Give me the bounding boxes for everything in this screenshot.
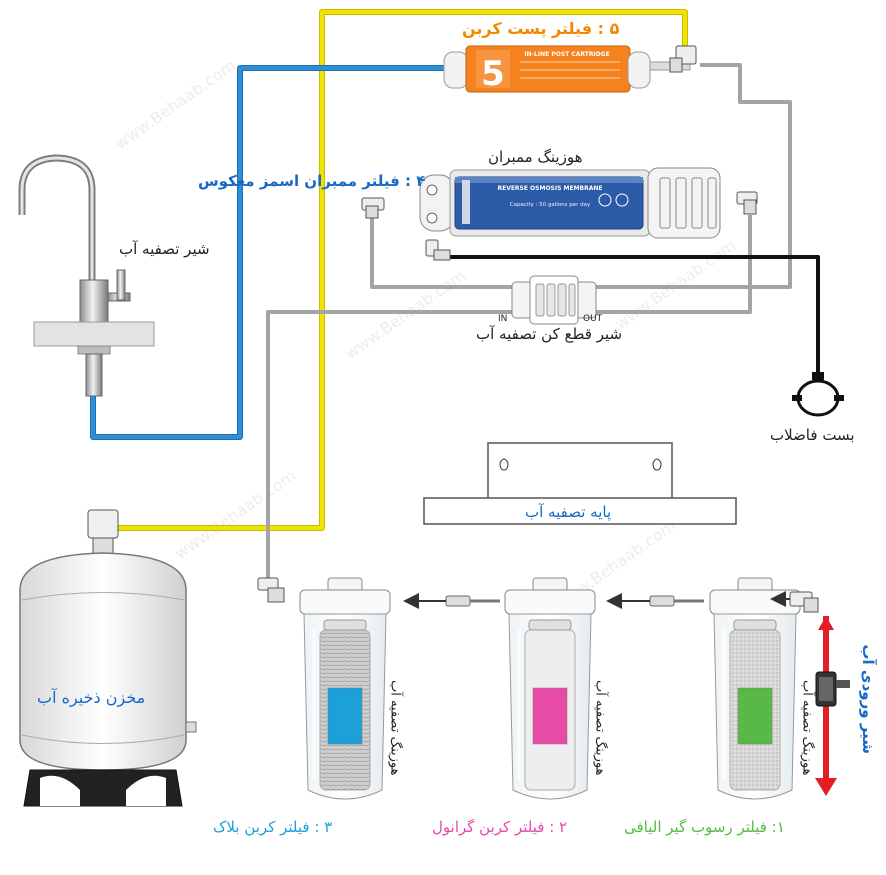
housing-filter2 — [504, 577, 596, 800]
label-membrane-housing: هوزینگ ممبران — [488, 148, 583, 166]
label-valve-in: IN — [498, 314, 508, 324]
label-drain-clamp: بست فاضلاب — [770, 426, 855, 444]
label-post-carbon: ۵ : فیلتر پست کربن — [462, 19, 620, 38]
filter-housings — [299, 577, 801, 800]
tube-gray — [266, 63, 792, 580]
shutoff-valve — [511, 275, 597, 325]
label-stand: پایه تصفیه آب — [525, 503, 612, 521]
label-tank: مخزن ذخیره آب — [37, 688, 146, 707]
filter-stand — [423, 442, 737, 525]
drain-clamp-icon — [792, 372, 844, 417]
tube-yellow — [118, 9, 688, 531]
label-filter3: ۳ : فیلتر کربن بلاک — [213, 818, 333, 836]
drain-elbow-icon — [425, 239, 451, 261]
label-housing-1: هوزینگ تصفیه آب — [799, 679, 815, 776]
tube-drain — [450, 255, 820, 375]
label-shutoff-valve: شیر قطع کن تصفیه آب — [476, 325, 623, 343]
svg-text:www.Behaab.com: www.Behaab.com — [111, 56, 239, 154]
housing-filter1 — [709, 577, 801, 800]
membrane-capacity: Capacity : 50 gallons per day — [510, 202, 591, 208]
membrane-left-elbow-icon — [361, 197, 385, 219]
post-carbon-cartridge: 5 IN-LINE POST CARTRIDGE — [443, 45, 691, 94]
storage-tank-icon — [19, 509, 197, 807]
membrane-right-elbow-icon — [736, 191, 758, 215]
label-housing-2: هوزینگ تصفیه آب — [592, 679, 608, 776]
label-valve-out: OUT — [583, 314, 603, 324]
svg-text:www.Behaab.com: www.Behaab.com — [171, 466, 299, 564]
post-cartridge-title: IN-LINE POST CARTRIDGE — [524, 51, 609, 58]
label-membrane-filter: ۴ : فیلتر ممبران اسمز معکوس — [198, 172, 426, 190]
tube-blue — [90, 65, 445, 440]
housing-filter3 — [299, 577, 391, 800]
elbow-fitting-icon — [669, 45, 697, 73]
label-housing-3: هوزینگ تصفیه آب — [387, 679, 403, 776]
label-faucet: شیر تصفیه آب — [119, 240, 210, 258]
svg-text:www.Behaab.com: www.Behaab.com — [611, 236, 739, 334]
inlet-valve-icon — [815, 616, 850, 796]
faucet-icon — [18, 154, 155, 397]
label-inlet-valve: شیر ورودی آب — [859, 644, 877, 754]
label-filter1: ۱: فیلتر رسوب گیر الیافی — [624, 818, 785, 836]
housing-connectors — [257, 577, 819, 613]
membrane-housing: REVERSE OSMOSIS MEMBRANE Capacity : 50 g… — [419, 167, 721, 239]
label-filter2: ۲ : فیلتر کربن گرانول — [432, 818, 568, 836]
svg-text:www.Behaab.com: www.Behaab.com — [341, 266, 469, 364]
membrane-title: REVERSE OSMOSIS MEMBRANE — [497, 185, 602, 192]
post-cartridge-number: 5 — [481, 54, 505, 94]
